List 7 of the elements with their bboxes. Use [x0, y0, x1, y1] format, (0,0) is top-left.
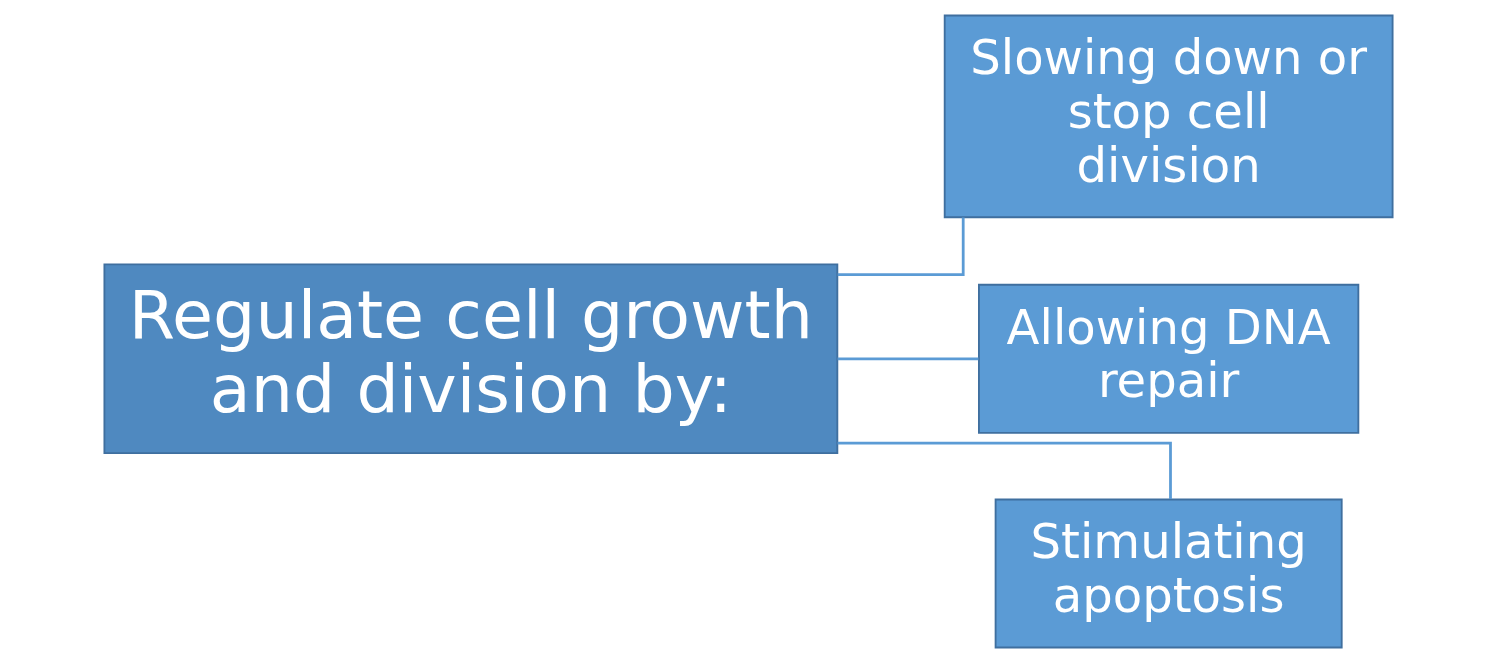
node-box: Regulate cell growth and division by:: [102, 263, 838, 455]
node-box: Stimulating apoptosis: [994, 498, 1343, 649]
node-box: Allowing DNA repair: [977, 283, 1359, 434]
node-box: Slowing down or stop cell division: [943, 14, 1394, 219]
connector: [837, 357, 978, 361]
connector: [837, 441, 1172, 500]
connector: [837, 217, 965, 276]
